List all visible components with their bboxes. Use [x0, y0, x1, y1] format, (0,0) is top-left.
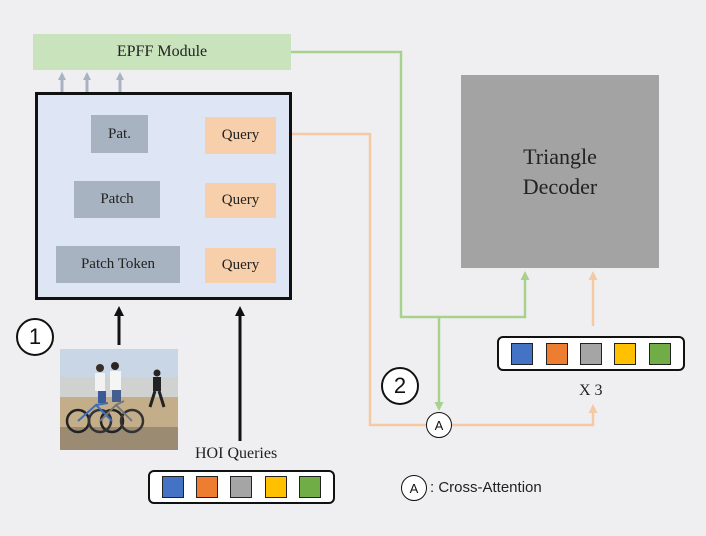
- decoder-title-line1: Triangle: [523, 143, 597, 169]
- cyclists-beach-photo: [60, 349, 178, 450]
- hoi-token-gray: [230, 476, 253, 498]
- pat-label: Pat.: [108, 125, 131, 142]
- decoder-title-line2: Decoder: [522, 173, 598, 199]
- patch-label: Patch: [100, 191, 134, 207]
- hoi-queries-tokens: [148, 470, 335, 504]
- decoder-query-tokens: [497, 336, 685, 371]
- decoder-repeat-label: X 3: [579, 382, 603, 399]
- legend-cross-attention-text: : Cross-Attention: [430, 479, 542, 496]
- photo-illustration: [60, 349, 178, 450]
- dec-token-orange: [545, 342, 568, 365]
- query-box-3: Query: [205, 248, 276, 283]
- triangle-decoder: Triangle Decoder: [461, 75, 659, 268]
- query-box-1: Query: [205, 117, 276, 154]
- patch-token-label: Patch Token: [80, 256, 156, 272]
- patch-token-box: Patch Token: [56, 246, 180, 283]
- hoi-token-green: [298, 476, 321, 498]
- green-epff-line: [291, 50, 530, 319]
- hoi-token-blue: [162, 476, 185, 498]
- cross-attention-symbol: A: [434, 417, 444, 433]
- cross-attention-node: A: [426, 412, 452, 438]
- hoi-token-orange: [196, 476, 219, 498]
- hoi-queries-label: HOI Queries: [195, 445, 278, 462]
- step-1-badge: 1: [16, 318, 54, 356]
- step-1-number: 1: [28, 324, 42, 349]
- dec-token-green: [648, 342, 671, 365]
- hoi-token-yellow: [264, 476, 287, 498]
- legend-cross-attention-icon: A: [401, 475, 427, 501]
- query-label-1: Query: [221, 127, 260, 143]
- query-label-3: Query: [221, 257, 260, 273]
- query-box-2: Query: [205, 183, 276, 218]
- dec-token-gray: [579, 342, 602, 365]
- dec-token-yellow: [614, 342, 637, 365]
- step-2-number: 2: [393, 373, 407, 398]
- orange-to-tokens: [452, 404, 598, 427]
- legend-symbol: A: [409, 480, 419, 496]
- epff-module-label: EPFF Module: [116, 43, 208, 60]
- orange-query-line: [276, 132, 426, 427]
- patch-box: Patch: [74, 181, 160, 218]
- step-2-badge: 2: [381, 367, 419, 405]
- pat-box: Pat.: [91, 115, 148, 153]
- query-label-2: Query: [221, 192, 260, 208]
- epff-module: EPFF Module: [33, 34, 291, 70]
- dec-token-blue: [511, 342, 534, 365]
